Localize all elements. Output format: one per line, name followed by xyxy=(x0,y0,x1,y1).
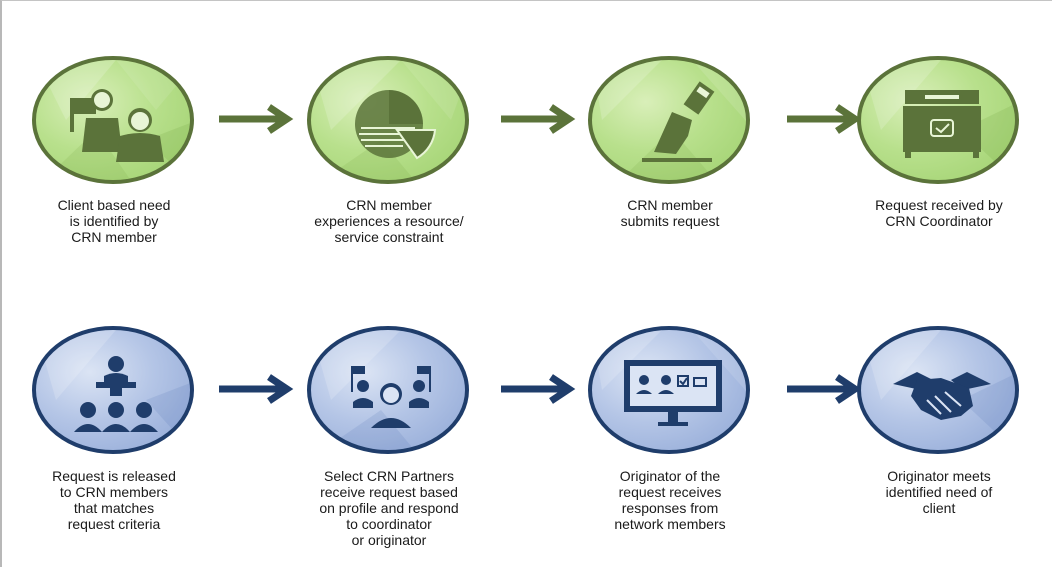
arrow-right-icon xyxy=(219,374,294,404)
partners-flags-icon xyxy=(351,366,431,428)
step-4-label: Request received by CRN Coordinator xyxy=(875,197,1003,229)
step-4-circle xyxy=(857,56,1019,184)
arrow-right-icon xyxy=(787,104,862,134)
handshake-icon xyxy=(893,372,991,420)
facet-pattern xyxy=(311,330,415,450)
step-7-circle xyxy=(588,326,750,454)
step-7-label: Originator of the request receives respo… xyxy=(614,468,726,532)
facet-pattern xyxy=(311,60,465,180)
step-3-circle xyxy=(588,56,750,184)
arrow-right-icon xyxy=(787,374,862,404)
step-2-circle xyxy=(307,56,469,184)
step-6-label: Select CRN Partners receive request base… xyxy=(319,468,459,548)
step-6-circle xyxy=(307,326,469,454)
arrow-right-icon xyxy=(501,104,576,134)
step-2-label: CRN member experiences a resource/ servi… xyxy=(314,197,464,245)
facet-pattern xyxy=(861,60,1015,180)
step-3-label: CRN member submits request xyxy=(620,197,720,229)
facet-pattern xyxy=(592,60,746,180)
ballot-box-icon xyxy=(903,90,981,158)
facet-pattern xyxy=(36,60,190,180)
step-8-circle xyxy=(857,326,1019,454)
facet-pattern xyxy=(36,330,190,450)
presenter-audience-icon xyxy=(74,356,158,432)
step-5-circle xyxy=(32,326,194,454)
step-1-label: Client based need is identified by CRN m… xyxy=(57,197,171,245)
facet-pattern xyxy=(861,330,1015,450)
hand-ballot-icon xyxy=(642,81,715,162)
step-1-circle xyxy=(32,56,194,184)
arrow-right-icon xyxy=(501,374,576,404)
pie-chart-icon xyxy=(355,90,437,160)
step-5-label: Request is released to CRN members that … xyxy=(52,468,176,532)
step-8-label: Originator meets identified need of clie… xyxy=(885,468,993,516)
arrow-right-icon xyxy=(219,104,294,134)
monitor-icon xyxy=(624,360,722,426)
people-with-flag-icon xyxy=(70,89,164,162)
